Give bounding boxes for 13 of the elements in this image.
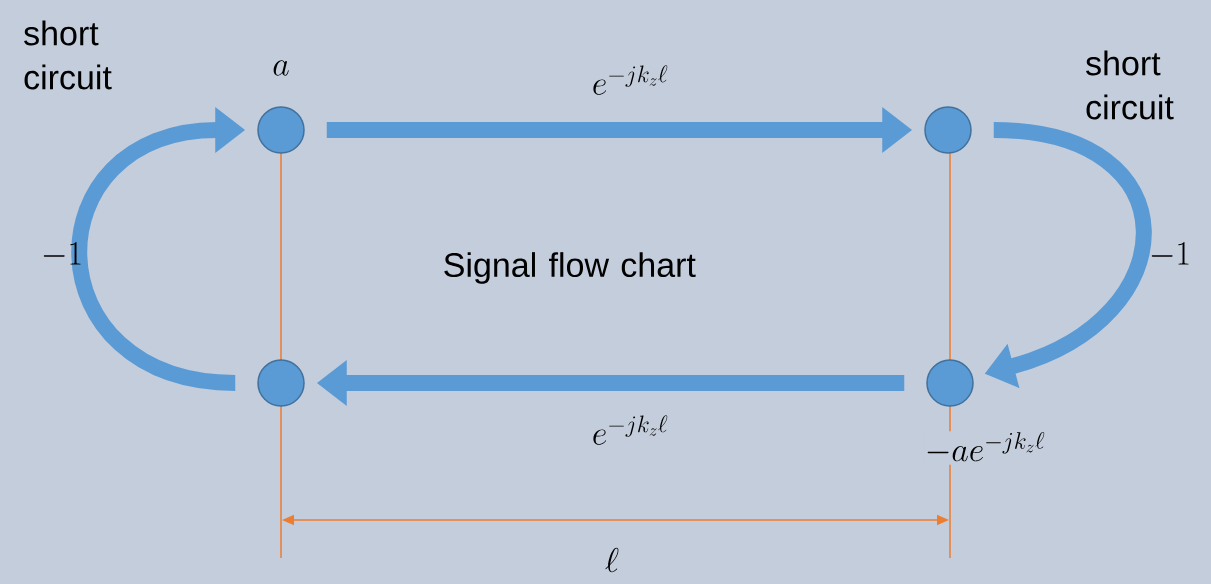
note-text: short circuit — [1086, 50, 1174, 120]
edge-label: $e^{-jk_z\ell}$ — [593, 65, 668, 95]
edge-label: $-1$ — [1151, 242, 1189, 265]
edge-label: $-1$ — [43, 242, 81, 265]
note-text: Signal flow chart — [444, 252, 696, 284]
node-circle — [924, 106, 972, 154]
dimension-label: $\ell$ — [605, 547, 619, 573]
edge-label: $e^{-jk_z\ell}$ — [593, 415, 668, 445]
node-circle — [926, 359, 974, 407]
node-circle — [257, 359, 305, 407]
node-label: $-ae^{-jk_z\ell}$ — [923, 431, 1047, 465]
note-text: short circuit — [24, 20, 112, 90]
node-circle — [257, 106, 305, 154]
